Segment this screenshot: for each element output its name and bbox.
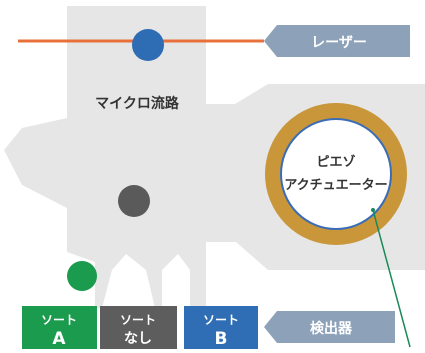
pointer-line (372, 209, 411, 348)
sort-box-a-top: ソート (41, 313, 77, 327)
pointer-dot (371, 208, 375, 212)
sort-box-b-bottom: B (215, 329, 228, 349)
sort-box-b: ソート B (184, 306, 258, 349)
sorted-particle (67, 261, 97, 291)
detector-tag: 検出器 (264, 311, 395, 343)
sort-box-none: ソート なし (100, 306, 177, 349)
laser-tag-shape (264, 25, 410, 57)
sort-box-a-bg (22, 306, 97, 349)
piezo-label-line1: ピエゾ (316, 154, 355, 170)
piezo-disc (280, 118, 392, 230)
sort-box-none-top: ソート (120, 313, 156, 327)
piezo-actuator: ピエゾ アクチュエーター (265, 103, 407, 245)
center-particle (118, 185, 150, 217)
laser-label: レーザー (311, 35, 367, 51)
detector-tag-shape (264, 311, 395, 343)
sort-box-none-bottom: なし (124, 331, 152, 347)
microchannel-label: マイクロ流路 (95, 95, 180, 112)
left-lobe (20, 128, 67, 160)
sort-box-none-bg (100, 306, 177, 349)
piezo-label-line2: アクチュエーター (284, 178, 387, 193)
sort-box-a: ソート A (22, 306, 97, 349)
sort-box-a-bottom: A (52, 329, 66, 349)
laser-tag: レーザー (264, 25, 410, 57)
detector-label: 検出器 (310, 320, 353, 337)
sort-box-b-top: ソート (203, 313, 239, 327)
laser-particle (132, 29, 164, 61)
sort-box-b-bg (184, 306, 258, 349)
